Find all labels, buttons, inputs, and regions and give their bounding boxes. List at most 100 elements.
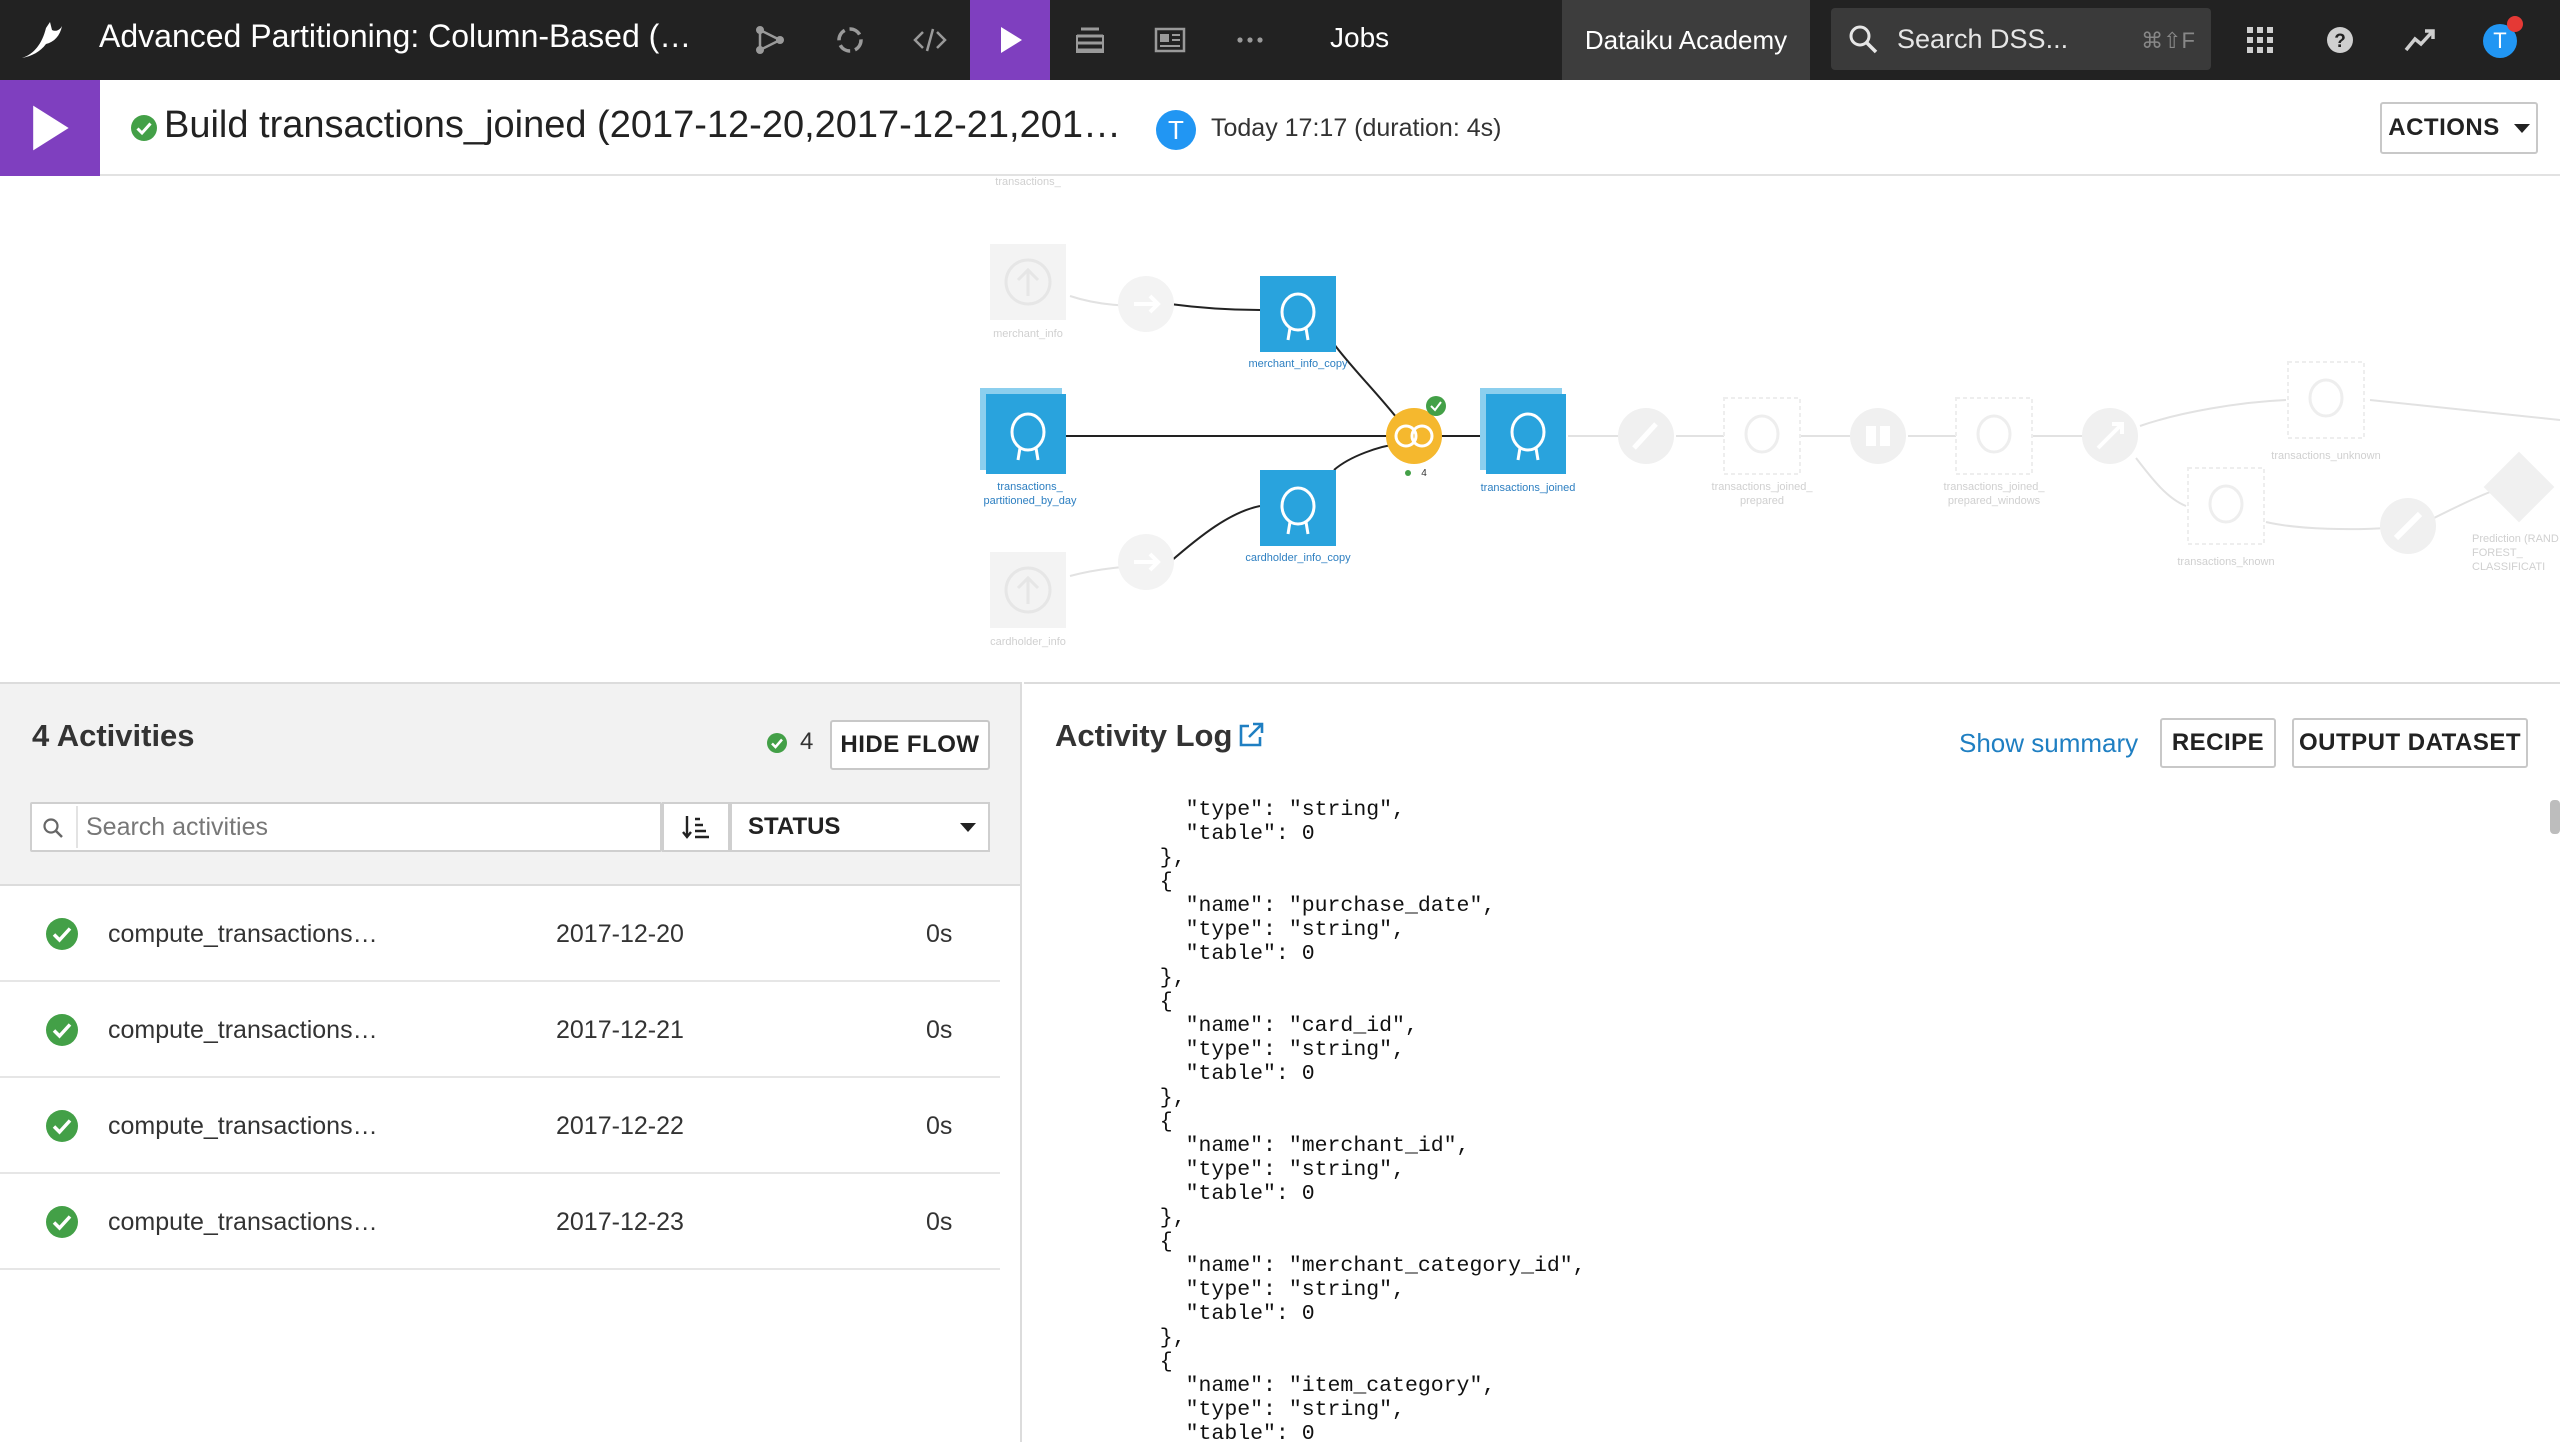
recycle-icon[interactable] <box>810 0 890 80</box>
flow-label-line: transactions_joined_ <box>1943 481 2045 493</box>
sort-icon <box>682 816 709 839</box>
flow-label-prediction-model: Prediction (RAND FOREST_ CLASSIFICATI <box>2470 532 2560 574</box>
flow-edge <box>1333 443 1399 471</box>
hide-flow-button[interactable]: HIDE FLOW <box>830 720 990 770</box>
activities-title: 4 Activities <box>32 718 195 753</box>
flow-node-transactions-unknown <box>2287 361 2365 439</box>
flow-label-joined-prepared-windows: transactions_joined_ prepared_windows <box>1930 480 2058 508</box>
user-avatar-initial: T <box>2493 28 2507 53</box>
recipe-button[interactable]: RECIPE <box>2160 718 2276 768</box>
flow-edge <box>2369 399 2560 421</box>
flow-label-line: transactions_joined_ <box>1711 481 1813 493</box>
flow-label-joined-prepared: transactions_joined_ prepared <box>1700 480 1824 508</box>
flow-edge <box>2135 457 2187 507</box>
flow-label-line: prepared <box>1739 495 1785 507</box>
flow-label-cardholder-info: cardholder_info <box>990 636 1066 648</box>
jobs-play-icon[interactable] <box>970 0 1050 80</box>
activity-name: compute_transactions… <box>108 1112 378 1140</box>
dataiku-logo-icon[interactable] <box>16 14 68 66</box>
activities-header: 4 Activities 4 HIDE FLOW STATUS <box>0 684 1020 886</box>
search-shortcut: ⌘⇧F <box>2141 28 2195 53</box>
activity-partition: 2017-12-23 <box>556 1208 684 1236</box>
output-dataset-button[interactable]: OUTPUT DATASET <box>2292 718 2528 768</box>
activities-panel: 4 Activities 4 HIDE FLOW STATUS compute_… <box>0 682 1022 1442</box>
user-avatar[interactable]: T <box>2483 16 2523 58</box>
code-icon[interactable] <box>890 0 970 80</box>
flow-node-merchant-info-copy <box>1260 276 1336 352</box>
activities-search[interactable] <box>30 802 662 852</box>
flow-recipe-join <box>1386 396 1446 476</box>
activity-partition: 2017-12-22 <box>556 1112 684 1140</box>
activity-name: compute_transactions… <box>108 1208 378 1236</box>
stack-icon[interactable] <box>1050 0 1130 80</box>
flow-label-transactions-partitioned: transactions_ partitioned_by_day <box>970 480 1090 508</box>
activity-row[interactable]: compute_transactions… 2017-12-22 0s <box>0 1078 1000 1174</box>
actions-button[interactable]: ACTIONS <box>2380 102 2538 154</box>
chevron-down-icon <box>2513 123 2530 133</box>
dashboard-icon[interactable] <box>1130 0 1210 80</box>
search-placeholder: Search DSS... <box>1897 24 2069 54</box>
flow-recipe-score <box>2380 498 2436 554</box>
show-summary-link[interactable]: Show summary <box>1959 728 2139 758</box>
jobs-nav-label[interactable]: Jobs <box>1330 22 1390 53</box>
activity-duration: 0s <box>926 1112 953 1140</box>
flow-label-cardholder-info-copy: cardholder_info_copy <box>1245 552 1351 564</box>
activity-name: compute_transactions… <box>108 1016 378 1044</box>
flow-label-line: prepared_windows <box>1947 495 2041 507</box>
more-icon[interactable] <box>1210 0 1290 80</box>
flow-label-transactions-unknown: transactions_unknown <box>2271 450 2381 462</box>
activity-row[interactable]: compute_transactions… 2017-12-21 0s <box>0 982 1000 1078</box>
flow-node-cardholder-info-copy <box>1260 470 1336 546</box>
flow-node-joined-prepared <box>1723 397 1801 475</box>
flow-node-prediction-model <box>2483 451 2555 523</box>
log-scrollbar[interactable] <box>2550 800 2560 834</box>
activity-row[interactable]: compute_transactions… 2017-12-20 0s <box>0 886 1000 982</box>
success-icon <box>46 1110 78 1142</box>
global-search[interactable]: Search DSS... ⌘⇧F <box>1831 8 2211 70</box>
flow-node-transactions-joined <box>1480 388 1566 474</box>
flow-recipe-window <box>1850 408 1906 464</box>
grid-icon[interactable] <box>2220 0 2300 80</box>
actions-button-label: ACTIONS <box>2388 114 2500 141</box>
flow-node-joined-prepared-windows <box>1955 397 2033 475</box>
trend-icon[interactable] <box>2380 0 2460 80</box>
status-filter-select[interactable]: STATUS <box>730 802 990 852</box>
flow-edge <box>1333 343 1401 423</box>
flow-node-cardholder-info <box>990 552 1066 628</box>
job-time: Today 17:17 (duration: 4s) <box>1211 114 1502 142</box>
sort-button[interactable] <box>662 802 730 852</box>
notification-dot <box>2507 16 2523 32</box>
activity-log-panel: Activity Log Show summary RECIPE OUTPUT … <box>1024 682 2560 1442</box>
external-link-icon[interactable] <box>1236 720 1266 750</box>
join-badge-count: 4 <box>1421 468 1427 479</box>
flow-edge <box>2425 491 2491 523</box>
activity-row[interactable]: compute_transactions… 2017-12-23 0s <box>0 1174 1000 1270</box>
status-filter-label: STATUS <box>748 813 841 840</box>
success-icon <box>46 1206 78 1238</box>
flow-label-merchant-info-copy: merchant_info_copy <box>1248 358 1348 370</box>
top-navbar: Advanced Partitioning: Column-Based (Tut… <box>0 0 2560 80</box>
job-success-icon <box>131 115 157 141</box>
help-icon[interactable]: ? <box>2300 0 2380 80</box>
success-count: 4 <box>800 728 814 755</box>
svg-text:?: ? <box>2334 31 2346 52</box>
flow-label-transactions-joined: transactions_joined <box>1480 482 1576 494</box>
flow-recipe-prepare <box>1618 408 1674 464</box>
flow-edge <box>2139 399 2287 427</box>
flow-node-transactions-partitioned <box>980 388 1066 474</box>
project-title[interactable]: Advanced Partitioning: Column-Based (Tut… <box>99 18 709 54</box>
activity-duration: 0s <box>926 920 953 948</box>
activity-duration: 0s <box>926 1016 953 1044</box>
flow-edge <box>1169 505 1261 563</box>
flow-icon[interactable] <box>730 0 810 80</box>
activity-partition: 2017-12-20 <box>556 920 684 948</box>
flow-recipe-split <box>2082 408 2138 464</box>
activities-search-input[interactable] <box>76 806 656 848</box>
academy-link[interactable]: Dataiku Academy <box>1562 0 1810 80</box>
flow-label-line: partitioned_by_day <box>983 495 1077 507</box>
job-user-avatar[interactable]: T <box>1156 110 1196 150</box>
flow-graph[interactable]: transactions_ merchant_info merchant_inf… <box>0 176 2560 682</box>
search-icon <box>43 818 63 838</box>
success-count-icon <box>767 733 787 753</box>
flow-recipe-sync-1 <box>1118 276 1174 332</box>
